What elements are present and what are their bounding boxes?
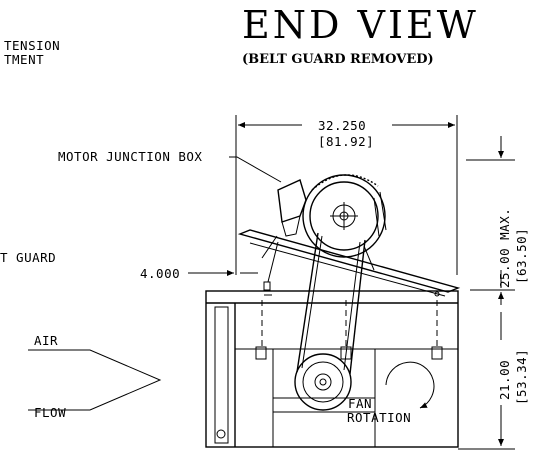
- width-dimension-value: 32.250: [318, 118, 366, 133]
- cabinet-height-metric: [53.34]: [514, 349, 529, 405]
- motor-junction-box-leader: [229, 156, 282, 183]
- cabinet-height-value: 21.00: [497, 360, 512, 400]
- subtitle: (BELT GUARD REMOVED): [242, 52, 434, 67]
- air-label: AIR: [34, 333, 58, 348]
- fan-rotation-indicator: FAN ROTATION: [347, 361, 435, 425]
- motor-junction-box-label: MOTOR JUNCTION BOX: [58, 149, 202, 164]
- fan-pulley-belt: [294, 232, 366, 411]
- motor-height-dimension: 25.00 MAX. [63.50]: [466, 136, 529, 291]
- tension-label-line1: TENSION: [4, 38, 60, 53]
- guard-label: T GUARD: [0, 250, 56, 265]
- motor: [302, 174, 387, 271]
- airflow-arrow: AIR FLOW: [28, 333, 162, 420]
- width-dimension-metric: [81.92]: [318, 134, 374, 149]
- flow-label: FLOW: [34, 405, 66, 420]
- width-dimension: 32.250 [81.92]: [235, 115, 458, 275]
- cabinet-height-dimension: 21.00 [53.34]: [458, 292, 529, 450]
- motor-height-metric: [63.50]: [514, 228, 529, 284]
- cabinet: [205, 290, 459, 448]
- motor-base: [237, 229, 461, 297]
- offset-dimension-value: 4.000: [140, 266, 180, 281]
- motor-height-value: 25.00 MAX.: [497, 208, 512, 288]
- fan-label: FAN: [348, 396, 372, 411]
- rotation-label: ROTATION: [347, 410, 411, 425]
- offset-dimension: 4.000: [140, 266, 258, 281]
- motor-junction-box: [277, 179, 307, 237]
- title: END VIEW: [242, 3, 479, 47]
- tension-label-line2: TMENT: [4, 52, 44, 67]
